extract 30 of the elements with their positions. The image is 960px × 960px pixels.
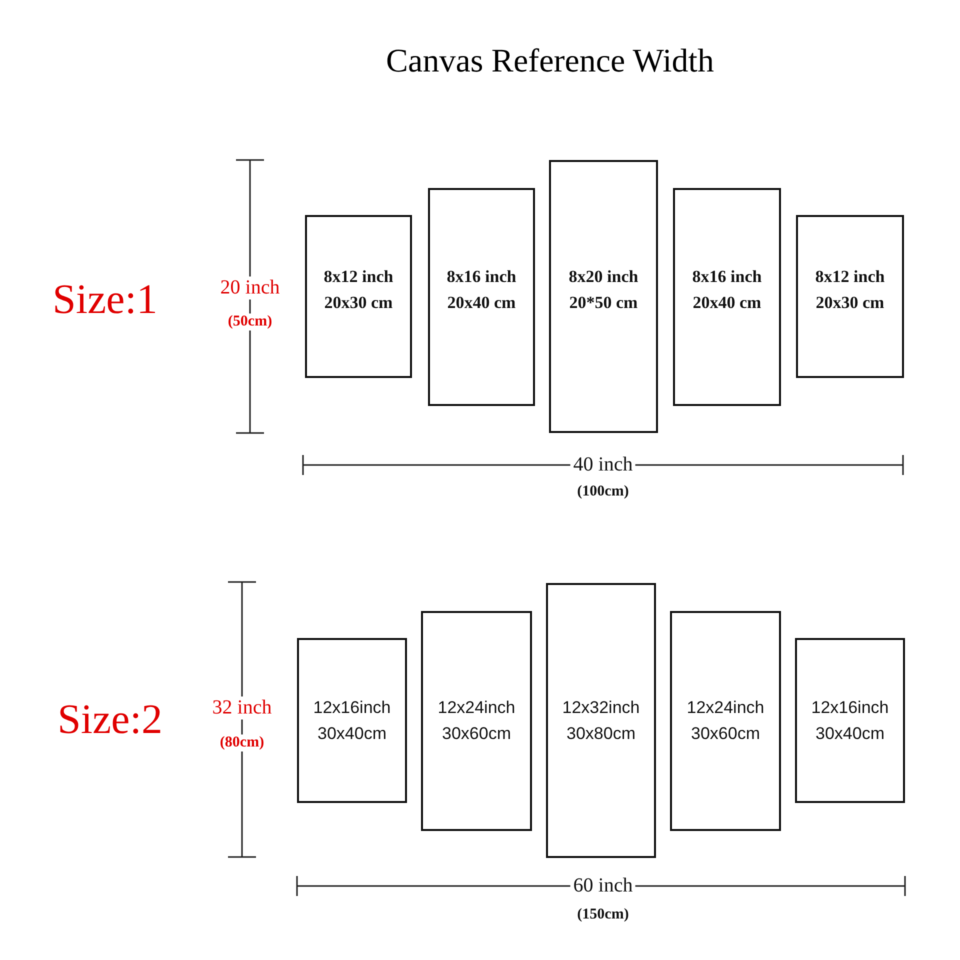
size-text: 12x32inch xyxy=(562,697,640,719)
size-text: 8x20 inch xyxy=(568,266,638,288)
size-text: 30x40cm xyxy=(318,723,386,745)
size-text: 30x80cm xyxy=(566,723,636,745)
size-text: 12x16inch xyxy=(811,697,889,719)
size-text: 12x16inch xyxy=(313,697,391,719)
size-text: 8x12 inch xyxy=(815,266,885,288)
size-text: 30x60cm xyxy=(442,723,511,745)
canvas-panel xyxy=(795,638,905,803)
size-text: 30x60cm xyxy=(691,723,760,745)
canvas-panel xyxy=(546,583,656,858)
size-text: 20*50 cm xyxy=(569,292,638,314)
canvas-panel xyxy=(421,611,532,831)
canvas-panel xyxy=(673,188,781,406)
size-text: 8x16 inch xyxy=(446,266,516,288)
size-text: 8x12 inch xyxy=(324,266,394,288)
canvas-panel xyxy=(297,638,407,803)
size-text: 30x40cm xyxy=(816,723,884,745)
canvas-panel xyxy=(796,215,904,378)
size-text: 12x24inch xyxy=(686,697,764,719)
size-text: 20x40 cm xyxy=(692,292,762,314)
size-text: 12x24inch xyxy=(438,697,516,719)
canvas-panel xyxy=(428,188,535,406)
canvas-panel xyxy=(670,611,781,831)
canvas-panel xyxy=(305,215,412,378)
canvas-panel xyxy=(549,160,658,433)
size-text: 8x16 inch xyxy=(692,266,762,288)
size-text: 20x40 cm xyxy=(447,292,516,314)
size-text: 20x30 cm xyxy=(324,292,393,314)
size-text: 20x30 cm xyxy=(816,292,884,314)
